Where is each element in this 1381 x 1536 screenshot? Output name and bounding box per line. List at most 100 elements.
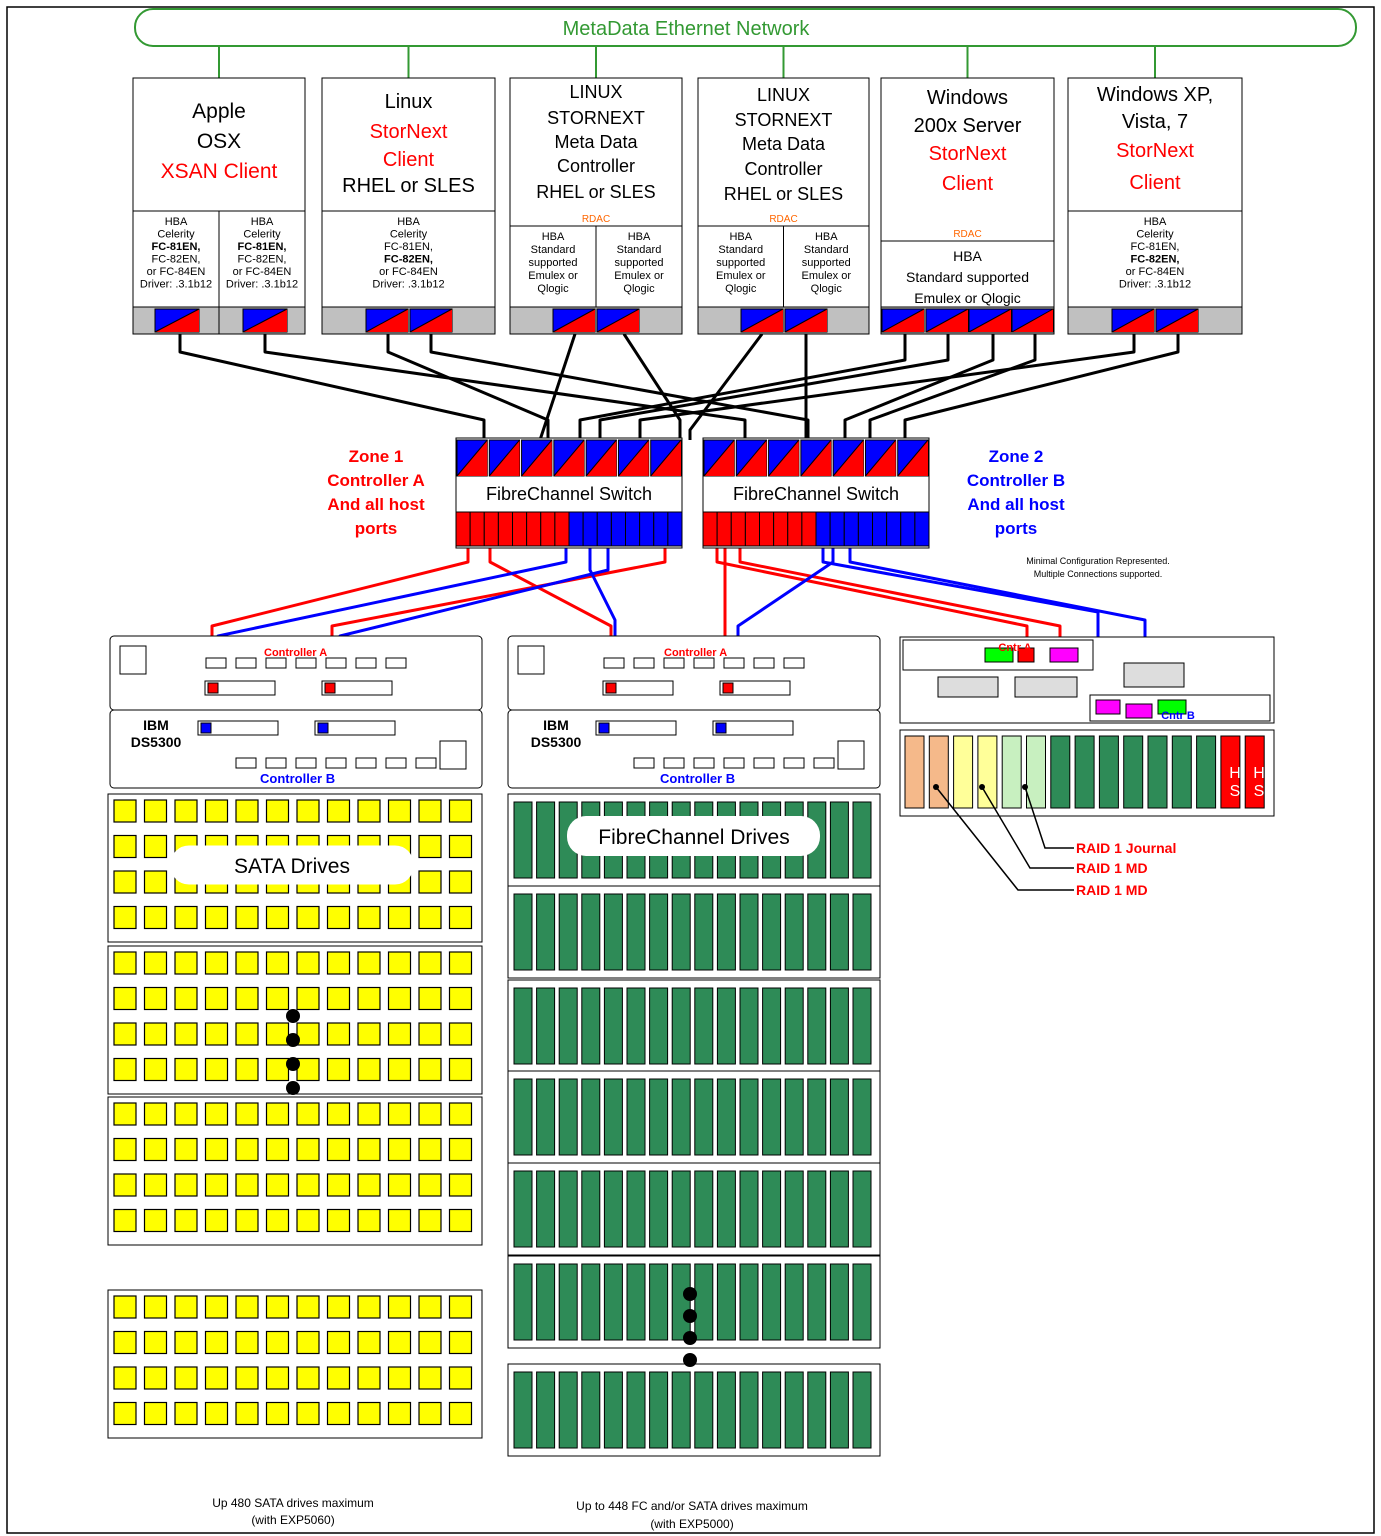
fc-drive — [536, 1170, 556, 1248]
port-diag — [409, 308, 453, 333]
sata-drive — [174, 951, 198, 975]
switch-top-port — [617, 439, 650, 477]
blue-connector — [317, 722, 329, 734]
zones: Zone 1 Controller A And all host ports Z… — [327, 447, 1170, 579]
ellipsis-dot — [286, 1009, 300, 1023]
magenta-port — [1095, 699, 1121, 715]
sata-drive — [204, 1102, 229, 1126]
sata-drive — [357, 1330, 381, 1355]
hs-label-h: H — [1253, 765, 1265, 782]
sata-drive — [448, 834, 473, 859]
switch-bottom-port — [540, 511, 556, 547]
host-title-line: XSAN Client — [161, 160, 278, 183]
sata-drive — [326, 986, 351, 1011]
host-title-line: StorNext — [1116, 140, 1194, 162]
sata-drive — [357, 1022, 381, 1046]
sata-drive — [418, 1295, 442, 1319]
hba-text: Celerity — [1136, 229, 1174, 241]
rdac-label: RDAC — [769, 214, 797, 225]
hba-text: Driver: .3.1b12 — [372, 279, 444, 291]
sata-drive — [326, 1102, 351, 1126]
fc-drive — [558, 1263, 578, 1341]
sata-drive — [296, 1137, 320, 1162]
sata-enclosure — [107, 1289, 483, 1439]
sata-drive — [387, 1057, 412, 1082]
switch-top-port — [456, 439, 488, 477]
host-port — [409, 308, 453, 333]
sata-drive — [235, 799, 259, 823]
sata-drive — [235, 1173, 259, 1197]
hba-text: HBA — [628, 231, 651, 243]
red-connector — [207, 682, 219, 694]
fc-footer-2: (with EXP5000) — [650, 1517, 733, 1531]
hba-text: Emulex or Qlogic — [914, 290, 1021, 306]
sata-drive — [235, 1022, 259, 1046]
host-title-line: Apple — [192, 100, 246, 123]
host-box — [1067, 77, 1243, 335]
blue-connector — [598, 722, 610, 734]
hba-text: or FC-84EN — [147, 266, 206, 278]
ctrl-b-label-1: Controller B — [260, 771, 335, 786]
raid-drive — [904, 735, 925, 809]
port-diag — [596, 308, 640, 333]
sata-drive — [113, 1401, 137, 1426]
sata-drive — [204, 1401, 229, 1426]
sata-drive — [357, 951, 381, 975]
fc-drive — [513, 987, 533, 1065]
hba-text: HBA — [542, 231, 565, 243]
sata-drive — [296, 1330, 320, 1355]
sfp-port — [753, 757, 775, 769]
fc-drive — [807, 1078, 827, 1156]
sfp-port — [723, 657, 745, 669]
psu — [119, 645, 147, 675]
switch-bottom-port — [483, 511, 499, 547]
sata-drive — [326, 951, 351, 975]
hba-text: FC-82EN, — [1131, 254, 1180, 266]
hs-label-h: H — [1229, 765, 1241, 782]
host-port — [925, 308, 969, 333]
hba-text: HBA — [1144, 216, 1167, 228]
ds5300-1 — [109, 635, 483, 789]
fc-drive — [829, 801, 849, 879]
sfp-port — [603, 657, 625, 669]
fc-drive — [603, 893, 623, 971]
hba-text: Driver: .3.1b12 — [226, 279, 298, 291]
port-diag — [488, 439, 520, 477]
magenta-port — [1125, 703, 1153, 719]
vent — [1014, 676, 1078, 698]
fc-drive — [513, 801, 533, 879]
hba-text: supported — [615, 257, 664, 269]
hba-text: Qlogic — [623, 283, 655, 295]
zone2-line3: And all host — [967, 495, 1065, 514]
hot-spare-drive — [1220, 735, 1241, 809]
hba-text: Qlogic — [811, 283, 843, 295]
raid-drive — [977, 735, 998, 809]
switch-bottom-port — [843, 511, 859, 547]
sata-label-pill: SATA Drives — [170, 845, 414, 885]
port-diag — [703, 439, 735, 477]
fc-drive — [671, 1170, 691, 1248]
fc-drive — [536, 987, 556, 1065]
switch-bottom-port — [787, 511, 803, 547]
sata-drive — [113, 1366, 137, 1390]
fc-drive — [852, 987, 872, 1065]
sata-drive — [448, 986, 473, 1011]
sata-drive — [387, 799, 412, 823]
red-connector — [324, 682, 336, 694]
vent — [1123, 662, 1185, 688]
sata-drive — [448, 870, 473, 894]
sata-drive — [113, 1102, 137, 1126]
sata-drive — [418, 951, 442, 975]
host-port — [881, 308, 925, 333]
psu — [439, 740, 467, 770]
sata-drive — [448, 1401, 473, 1426]
sata-drive — [265, 1173, 290, 1197]
hba-text: supported — [802, 257, 851, 269]
host-port — [596, 308, 640, 333]
host-port — [1111, 308, 1155, 333]
fc-drive — [603, 1170, 623, 1248]
sata-drive — [204, 1208, 229, 1233]
sata-drive — [418, 1366, 442, 1390]
fc-drive — [716, 1170, 736, 1248]
